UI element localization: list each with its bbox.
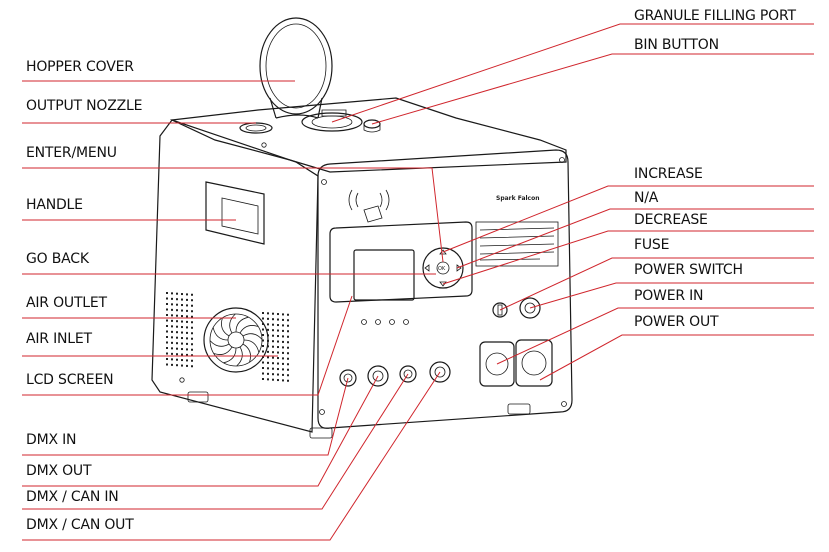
lcd-screen — [353, 249, 415, 301]
label-fuse: FUSE — [634, 237, 670, 253]
power-out-socket — [515, 339, 553, 387]
leader-power-switch — [529, 282, 814, 309]
label-enter-menu: ENTER/MENU — [26, 145, 117, 161]
output-nozzle — [239, 122, 273, 134]
leader-dmx-out — [22, 375, 379, 487]
dmx-in-port — [339, 369, 357, 387]
dmx-can-out-port — [429, 361, 451, 383]
label-power-out: POWER OUT — [634, 314, 719, 330]
warning-label — [475, 221, 559, 267]
leader-power-out — [539, 334, 814, 381]
hopper-cover — [259, 17, 333, 119]
machine-body — [151, 97, 573, 439]
bin-button — [363, 119, 381, 133]
label-air-inlet: AIR INLET — [26, 331, 92, 347]
fuse-holder — [492, 302, 508, 318]
leader-increase — [442, 185, 814, 253]
power-in-socket — [479, 341, 515, 387]
label-dmx-can-in: DMX / CAN IN — [26, 489, 119, 505]
power-switch — [519, 297, 541, 319]
dmx-out-port — [367, 365, 389, 387]
wireless-icon — [348, 189, 390, 223]
handle — [205, 181, 265, 245]
label-air-outlet: AIR OUTLET — [26, 295, 107, 311]
label-bin-button: BIN BUTTON — [634, 37, 719, 53]
granule-filling-port — [301, 109, 363, 132]
leader-decrease — [442, 230, 814, 285]
air-outlet-grille — [166, 292, 193, 368]
fan — [203, 307, 269, 373]
leader-na — [456, 208, 814, 269]
label-decrease: DECREASE — [634, 212, 708, 228]
control-panel: OK — [329, 221, 473, 325]
label-dmx-in: DMX IN — [26, 432, 77, 448]
leader-granule-filling-port — [331, 23, 814, 123]
leader-dmx-can-in — [22, 373, 409, 510]
label-na: N/A — [634, 190, 659, 206]
leader-lines — [22, 23, 814, 541]
leader-lcd-screen — [22, 295, 353, 396]
leader-enter-menu — [22, 167, 444, 263]
label-increase: INCREASE — [634, 166, 703, 182]
leader-bin-button — [371, 53, 814, 125]
leader-power-in — [496, 307, 814, 365]
label-hopper-cover: HOPPER COVER — [26, 59, 134, 75]
label-handle: HANDLE — [26, 197, 83, 213]
label-output-nozzle: OUTPUT NOZZLE — [26, 98, 143, 114]
arrow-left-icon — [424, 264, 430, 272]
label-lcd-screen: LCD SCREEN — [26, 372, 114, 388]
air-inlet-grille — [262, 312, 289, 382]
dmx-can-in-port — [399, 365, 417, 383]
label-go-back: GO BACK — [26, 251, 89, 267]
brand-text: Spark Falcon — [496, 195, 540, 202]
label-power-switch: POWER SWITCH — [634, 262, 743, 278]
indicator-leds — [361, 319, 409, 325]
label-dmx-can-out: DMX / CAN OUT — [26, 517, 134, 533]
leader-fuse — [499, 257, 814, 311]
label-power-in: POWER IN — [634, 288, 704, 304]
nav-dial — [422, 247, 464, 289]
leader-dmx-in — [22, 377, 349, 456]
ok-key: OK — [438, 266, 446, 272]
leader-dmx-can-out — [22, 371, 441, 541]
label-granule-filling-port: GRANULE FILLING PORT — [634, 8, 796, 24]
label-dmx-out: DMX OUT — [26, 463, 92, 479]
io-panel — [339, 297, 553, 387]
